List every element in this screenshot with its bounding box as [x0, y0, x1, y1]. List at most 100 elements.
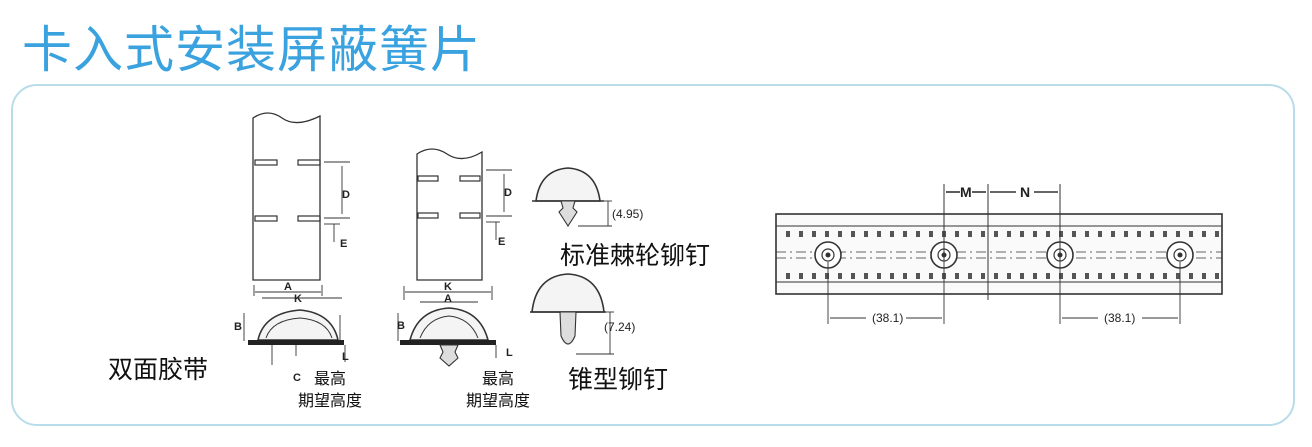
strip-slot — [1202, 231, 1206, 237]
strip-slot — [1124, 231, 1128, 237]
strip-slot — [1215, 273, 1219, 279]
dim-l-2: L — [506, 347, 513, 359]
strip-slot — [890, 231, 894, 237]
strip-slot — [1124, 273, 1128, 279]
rivet1-height: (4.95) — [612, 207, 643, 221]
strip-slot — [1150, 231, 1154, 237]
strip-slot — [812, 273, 816, 279]
strip-slot — [1033, 231, 1037, 237]
strip-slot — [799, 231, 803, 237]
strip-slot — [1111, 231, 1115, 237]
dim-k-1: K — [294, 293, 302, 305]
standard-ratchet-rivet-label: 标准棘轮铆钉 — [560, 241, 711, 270]
dim-e-1: E — [340, 238, 347, 250]
strip-slot — [864, 231, 868, 237]
dim-e-2: E — [498, 236, 505, 248]
cone-rivet-figure — [530, 273, 614, 355]
content-frame — [11, 84, 1295, 426]
rivet2-height: (7.24) — [604, 320, 635, 334]
dim-m: M — [960, 184, 972, 200]
dim-d-1: D — [342, 189, 350, 201]
dim-n: N — [1020, 184, 1030, 200]
strip-slot — [799, 273, 803, 279]
strip-slot — [994, 273, 998, 279]
strip-hole — [825, 252, 831, 258]
strip-slot — [1137, 273, 1141, 279]
strip-slot — [981, 231, 985, 237]
strip-slot — [851, 231, 855, 237]
strip-slot — [1085, 231, 1089, 237]
strip-top-view — [775, 184, 1223, 324]
strip-slot — [864, 273, 868, 279]
strip-slot — [994, 231, 998, 237]
strip-slot — [968, 231, 972, 237]
strip-slot — [1176, 273, 1180, 279]
max-desired-height-label-1: 最高 期望高度 — [298, 369, 363, 410]
strip-slot — [1020, 231, 1024, 237]
dim-d-2: D — [504, 187, 512, 199]
strip-slot — [786, 273, 790, 279]
double-sided-tape-label: 双面胶带 — [108, 355, 209, 384]
strip-hole — [1177, 252, 1183, 258]
strip-slot — [1098, 231, 1102, 237]
strip-slot — [1189, 231, 1193, 237]
cone-rivet-label: 锥型铆钉 — [568, 365, 669, 394]
strip-slot — [1020, 273, 1024, 279]
strip-slot — [955, 273, 959, 279]
strip-slots — [786, 231, 1219, 279]
dim-k-2: K — [444, 281, 452, 293]
strip-slot — [903, 273, 907, 279]
strip-slot — [1046, 231, 1050, 237]
strip-slot — [812, 231, 816, 237]
strip-slot — [851, 273, 855, 279]
strip-slot — [955, 231, 959, 237]
strip-slot — [916, 231, 920, 237]
strip-slot — [1033, 273, 1037, 279]
strip-slot — [968, 273, 972, 279]
strip-slot — [838, 231, 842, 237]
gasket-strip-rivet-figure — [397, 148, 512, 367]
strip-slot — [1137, 231, 1141, 237]
strip-slot — [877, 273, 881, 279]
strip-slot — [1176, 231, 1180, 237]
strip-slot — [1189, 273, 1193, 279]
strip-slot — [1007, 231, 1011, 237]
dim-l-1: L — [342, 351, 349, 363]
strip-slot — [929, 273, 933, 279]
strip-slot — [1163, 231, 1167, 237]
strip-slot — [1059, 273, 1063, 279]
strip-slot — [1007, 273, 1011, 279]
strip-slot — [1072, 273, 1076, 279]
page-title: 卡入式安装屏蔽簧片 — [22, 21, 481, 79]
strip-slot — [1215, 231, 1219, 237]
strip-slot — [838, 273, 842, 279]
strip-slot — [890, 273, 894, 279]
dim-b-1: B — [234, 321, 242, 333]
dim-c-1: C — [293, 372, 301, 384]
dim-a-2: A — [444, 293, 452, 305]
strip-slot — [825, 231, 829, 237]
strip-slot — [981, 273, 985, 279]
strip-slot — [1111, 273, 1115, 279]
strip-slot — [903, 231, 907, 237]
pitch-right: (38.1) — [1104, 311, 1135, 325]
strip-slot — [1085, 273, 1089, 279]
strip-slot — [1163, 273, 1167, 279]
pitch-left: (38.1) — [872, 311, 903, 325]
max-desired-height-label-2: 最高 期望高度 — [466, 369, 531, 410]
strip-slot — [1202, 273, 1206, 279]
strip-slot — [1098, 273, 1102, 279]
strip-slot — [1046, 273, 1050, 279]
strip-slot — [1150, 273, 1154, 279]
standard-ratchet-rivet-figure — [532, 167, 612, 228]
dim-b-2: B — [397, 320, 405, 332]
strip-slot — [877, 231, 881, 237]
gasket-strip-tape-figure — [243, 112, 350, 365]
strip-slot — [916, 273, 920, 279]
strip-slot — [1059, 231, 1063, 237]
strip-slot — [929, 231, 933, 237]
strip-slot — [825, 273, 829, 279]
strip-slot — [1072, 231, 1076, 237]
strip-slot — [786, 231, 790, 237]
